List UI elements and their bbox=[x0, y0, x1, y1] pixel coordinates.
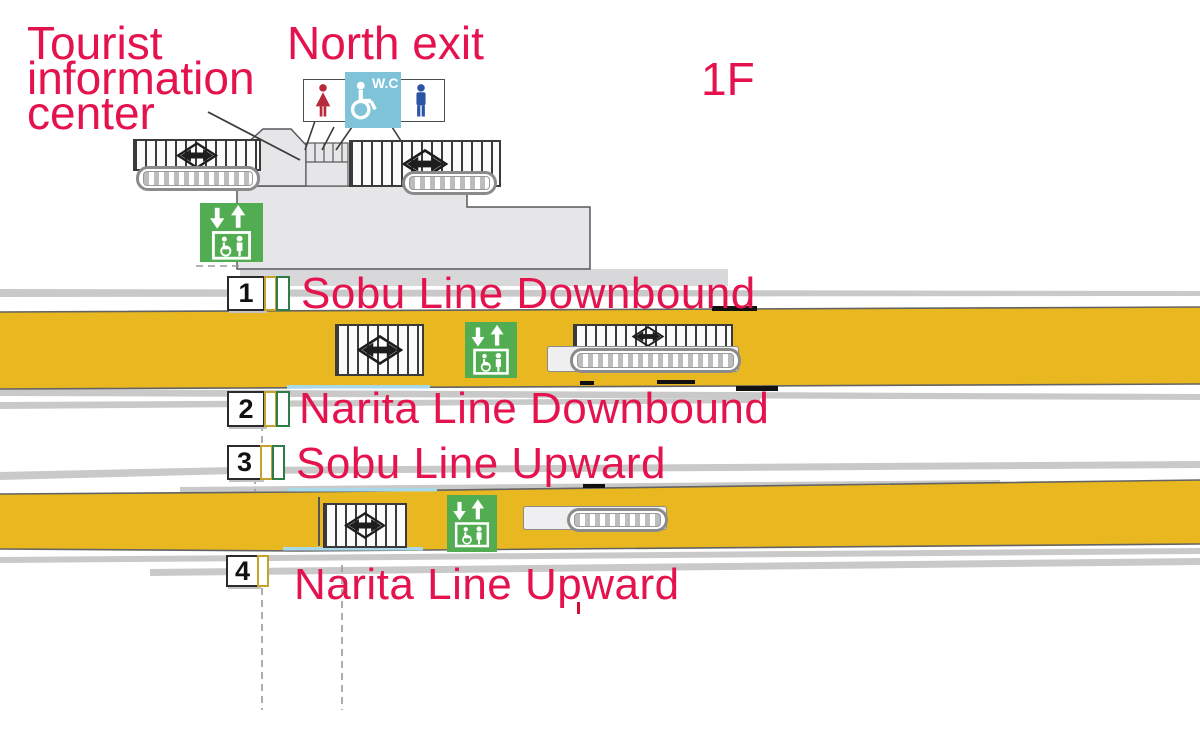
accessible-restroom-sign: W.C bbox=[345, 72, 401, 128]
escalator-direction-icon bbox=[344, 512, 386, 539]
escalator-direction-icon bbox=[357, 335, 403, 365]
track-line bbox=[0, 398, 760, 409]
stairs-icon bbox=[323, 503, 407, 548]
restroom-male-icon bbox=[410, 84, 432, 117]
restroom-female-icon bbox=[312, 84, 334, 117]
stairs-divider-line bbox=[318, 497, 320, 546]
restroom-block bbox=[305, 142, 349, 187]
door-position-bar bbox=[272, 445, 285, 480]
platform-number-3: 3 bbox=[227, 445, 262, 480]
door-position-bar bbox=[276, 276, 290, 311]
escalator-icon bbox=[136, 166, 260, 191]
elevator-icon bbox=[465, 322, 517, 378]
platform-number-1: 1 bbox=[227, 276, 265, 311]
track-line bbox=[0, 389, 1200, 400]
elevator-icon bbox=[447, 495, 497, 552]
platform-number-4: 4 bbox=[226, 555, 259, 587]
platform-line-label-2: Narita Line Downbound bbox=[299, 384, 770, 433]
door-position-bar bbox=[276, 391, 290, 427]
escalator-icon bbox=[570, 348, 741, 373]
platform-edge-mark bbox=[283, 547, 423, 551]
platform-edge-mark bbox=[287, 488, 437, 492]
escalator-icon bbox=[567, 508, 668, 532]
track-line bbox=[150, 558, 1200, 576]
escalator-icon bbox=[402, 171, 497, 195]
escalator-direction-icon bbox=[175, 142, 219, 169]
wc-sign-label: W.C bbox=[372, 75, 399, 91]
floor-label: 1F bbox=[701, 53, 755, 105]
tourist-info-pointer-line bbox=[207, 111, 301, 161]
stairs-icon bbox=[133, 139, 261, 171]
platform-line-label-4: Narita Line Upward bbox=[294, 560, 680, 609]
tourist-information-label: Tourist information center bbox=[27, 17, 255, 139]
signal-mark bbox=[577, 602, 580, 614]
track-line bbox=[0, 289, 1200, 297]
track-line bbox=[0, 461, 1200, 480]
platform-number-2: 2 bbox=[227, 391, 265, 427]
platform-line-label-1: Sobu Line Downbound bbox=[301, 269, 756, 318]
platform-edge-mark bbox=[287, 385, 430, 389]
door-position-bar bbox=[257, 555, 269, 587]
elevator-icon bbox=[200, 203, 263, 262]
platform-edge-strip bbox=[240, 269, 728, 286]
stairs-icon bbox=[335, 324, 424, 376]
escalator-direction-icon bbox=[629, 326, 667, 347]
north-exit-label: North exit bbox=[287, 17, 484, 69]
station-concourse-building bbox=[236, 185, 591, 270]
platform-edge-ticks bbox=[580, 306, 778, 488]
track-line bbox=[0, 548, 1200, 563]
platform-line-label-3: Sobu Line Upward bbox=[296, 439, 667, 488]
